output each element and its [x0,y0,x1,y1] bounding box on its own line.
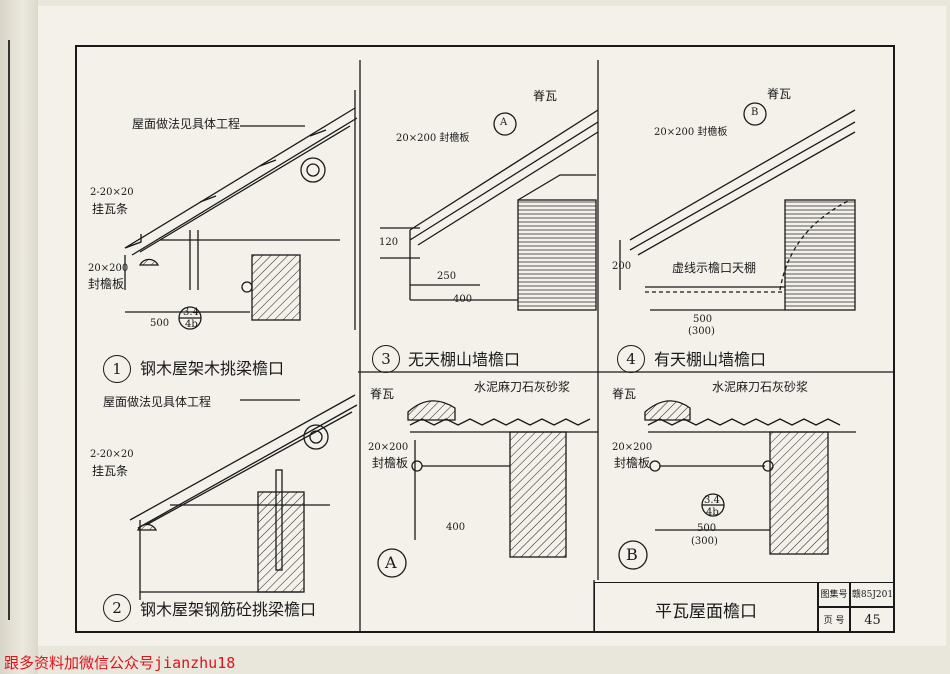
dim-200-4: 200 [612,261,632,272]
ref-34-B: 3.4 [704,495,720,506]
title-block: 平瓦屋面檐口 图集号 赣85J201 页 号 45 [594,582,895,633]
detail-A [377,400,598,578]
eave-board-Bb: 封檐板 [614,456,651,470]
dim-300-4: (300) [688,326,715,337]
page-label-cell: 页 号 [818,607,850,633]
ridge-3: 脊瓦 [533,89,558,103]
mortar-A: 水泥麻刀石灰砂浆 [474,380,571,394]
panel-4-number: 4 [617,345,645,373]
ref-4b-B: 4b [706,507,719,518]
dim-500-1: 500 [150,318,170,329]
ridge-A: 脊瓦 [370,387,395,401]
eave-board-1: 20×200 [88,263,129,274]
detail-B [618,400,856,570]
panel-2-caption: 钢木屋架钢筋砼挑梁檐口 [140,600,317,619]
eave-board-3: 20×200 封檐板 [396,133,470,144]
panel-1-caption: 钢木屋架木挑梁檐口 [140,359,285,378]
ref-34-top: 3.4 [183,307,199,318]
panel-2-number: 2 [103,594,131,622]
sheet-title: 平瓦屋面檐口 [655,602,757,622]
drawing-frame [75,45,895,633]
dim-500-4: 500 [693,314,713,325]
panel-4-caption: 有天棚山墙檐口 [654,350,767,369]
dim-250: 250 [437,271,457,282]
tile-strip-1: 2-20×20 [90,187,134,198]
tile-strip-1b: 挂瓦条 [92,202,129,216]
ref-4b: 4b [185,319,198,330]
roof-ref-1: 屋面做法见具体工程 [132,117,241,131]
eave-board-1b: 封檐板 [88,277,125,291]
eave-board-Ab: 封檐板 [372,456,409,470]
ridge-B: 脊瓦 [612,387,637,401]
page-label: 页 号 [823,616,845,626]
panel-3-number: 3 [372,345,400,373]
dim-120: 120 [379,237,399,248]
watermark-text: 跟多资料加微信公众号jianzhu18 [4,654,236,672]
roof-ref-2: 屋面做法见具体工程 [103,395,212,409]
atlas-label-cell: 图集号 [818,582,850,607]
page-value: 45 [864,613,881,628]
tile-strip-2b: 挂瓦条 [92,464,129,478]
atlas-value-cell: 赣85J201 [850,582,895,607]
panel-1-detail [124,90,358,330]
book-spine [0,0,38,674]
eave-board-B: 20×200 [612,442,653,453]
eave-board-A: 20×200 [368,442,409,453]
callout-A: A [500,117,508,128]
dim-400-3: 400 [453,294,473,305]
atlas-label: 图集号 [820,590,848,600]
dim-500-B: 500 [697,523,717,534]
mortar-B: 水泥麻刀石灰砂浆 [712,380,809,394]
detail-B-mark: B [626,545,638,564]
eave-board-4: 20×200 封檐板 [654,127,728,138]
page-value-cell: 45 [850,607,895,633]
panel-4-detail [619,102,856,311]
atlas-value: 赣85J201 [851,590,894,600]
title-cell: 平瓦屋面檐口 [594,582,818,633]
dim-300-B: (300) [691,536,718,547]
ridge-4: 脊瓦 [767,87,792,101]
tile-strip-2: 2-20×20 [90,449,134,460]
panel-1-number: 1 [103,355,131,383]
spine-edge-line [8,40,10,620]
dim-400-A: 400 [446,522,466,533]
panel-2-detail [129,394,358,600]
detail-A-mark: A [385,553,397,572]
dashed-ceiling-note: 虚线示檐口天棚 [672,261,757,275]
panel-3-detail [380,109,599,311]
callout-B: B [751,107,759,118]
panel-3-caption: 无天棚山墙檐口 [408,350,521,369]
